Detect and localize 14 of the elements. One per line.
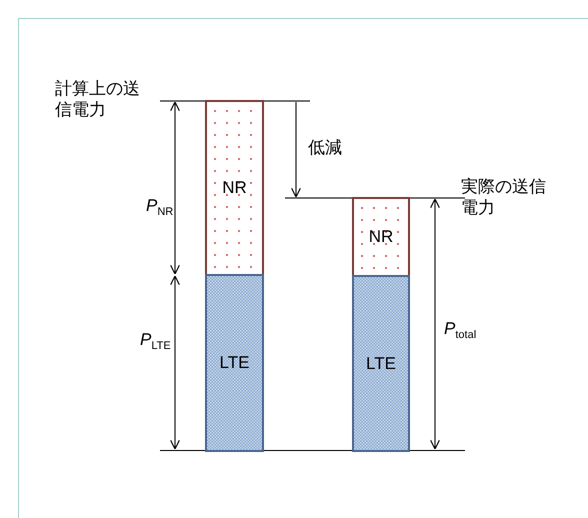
nr-bar-segment bbox=[205, 100, 264, 276]
power-label: 実際の送信電力 bbox=[461, 176, 547, 218]
lte-bar-segment bbox=[352, 275, 410, 452]
dimension-label: P$_{total}$ bbox=[444, 318, 476, 343]
dimension-label: P$_{NR}$ bbox=[146, 195, 174, 220]
power-label: 計算上の送信電力 bbox=[55, 78, 141, 120]
nr-bar-segment bbox=[352, 197, 410, 277]
reduction-label: 低減 bbox=[308, 137, 342, 158]
dimension-label: P$_{LTE}$ bbox=[140, 329, 171, 354]
lte-bar-segment bbox=[205, 274, 264, 452]
segment-label: LTE bbox=[220, 353, 250, 373]
segment-label: LTE bbox=[366, 354, 396, 374]
segment-label: NR bbox=[222, 178, 247, 198]
segment-label: NR bbox=[368, 227, 394, 247]
